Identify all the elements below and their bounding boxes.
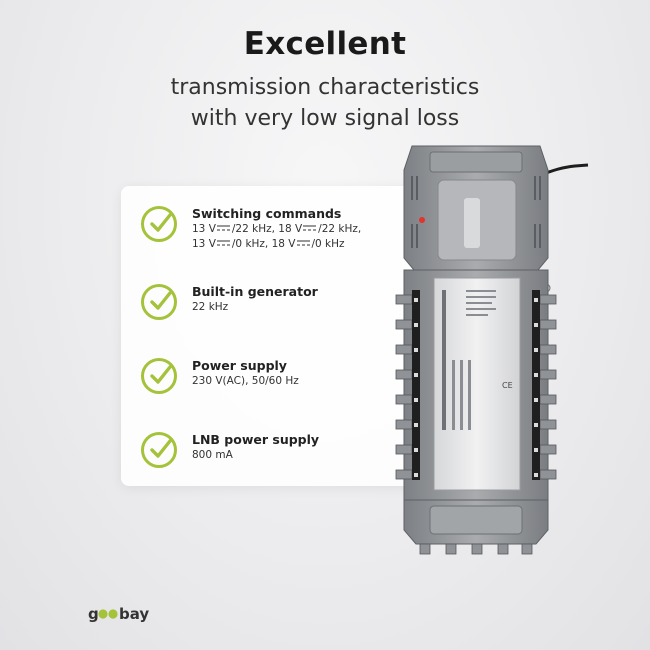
feature-desc: 800 mA — [192, 449, 233, 461]
features-card: Switching commands 13 V/22 kHz, 18 V/22 … — [121, 186, 441, 486]
svg-text:g: g — [88, 605, 99, 623]
headline-subtitle: transmission characteristics with very l… — [0, 72, 650, 134]
feature-lnb-power-supply: LNB power supply 800 mA — [141, 432, 426, 484]
goobay-logo: g bay — [88, 605, 149, 623]
ce-mark: CE — [502, 381, 513, 390]
check-circle-icon — [141, 432, 177, 468]
feature-desc: 230 V(AC), 50/60 Hz — [192, 375, 299, 387]
power-led — [419, 217, 425, 223]
multiswitch-device: CE — [395, 145, 557, 555]
svg-text:bay: bay — [119, 605, 149, 623]
check-circle-icon — [141, 284, 177, 320]
feature-title: Built-in generator — [192, 284, 318, 299]
feature-title: LNB power supply — [192, 432, 320, 447]
feature-title: Power supply — [192, 358, 287, 373]
check-circle-icon — [141, 358, 177, 394]
feature-desc: 22 kHz — [192, 301, 229, 313]
subtitle-line-1: transmission characteristics — [170, 75, 480, 100]
headline-title: Excellent — [243, 26, 407, 62]
feature-title: Switching commands — [192, 206, 342, 221]
feature-power-supply: Power supply 230 V(AC), 50/60 Hz — [141, 358, 426, 410]
feature-switching-commands: Switching commands 13 V/22 kHz, 18 V/22 … — [141, 206, 426, 258]
check-circle-icon — [141, 206, 177, 242]
feature-built-in-generator: Built-in generator 22 kHz — [141, 284, 426, 336]
subtitle-line-2: with very low signal loss — [190, 106, 460, 131]
headline: Excellent transmission characteristics w… — [0, 26, 650, 134]
feature-desc: 13 V/22 kHz, 18 V/22 kHz, 13 V/0 kHz, 18… — [192, 223, 362, 250]
